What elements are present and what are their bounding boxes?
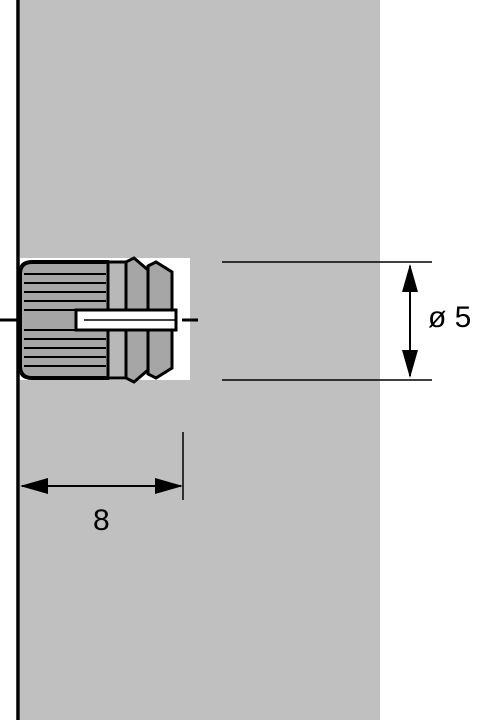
diameter-dimension: ø 5 xyxy=(222,261,471,381)
depth-arrow-right xyxy=(155,478,183,494)
depth-dimension: 8 xyxy=(20,432,184,537)
diameter-arrow-bottom xyxy=(402,350,418,378)
insert-sleeve xyxy=(18,256,178,384)
diameter-label: ø 5 xyxy=(428,301,471,334)
depth-arrow-left xyxy=(20,478,48,494)
insert-head-ribs xyxy=(24,273,106,367)
diameter-arrow-top xyxy=(402,264,418,292)
depth-label: 8 xyxy=(93,504,110,537)
